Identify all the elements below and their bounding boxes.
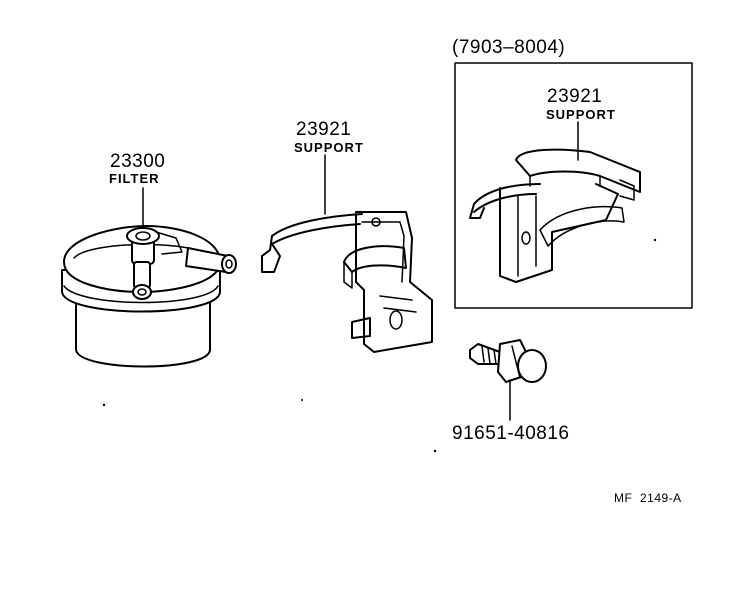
bolt-part-number: 91651-40816 [452, 423, 570, 444]
speck [433, 449, 437, 453]
filter-part-name: FILTER [109, 171, 160, 186]
variant-frame [454, 62, 693, 309]
fuel-filter-drawing [61, 225, 237, 368]
speck [102, 403, 106, 407]
alt-support-part-number: 23921 [547, 86, 603, 107]
alt-support-part-name: SUPPORT [546, 107, 616, 122]
bolt-drawing [469, 339, 547, 383]
speck [301, 399, 303, 401]
filter-part-number: 23300 [110, 151, 166, 172]
support-part-number: 23921 [296, 119, 352, 140]
alt-support-date-range: (7903–8004) [452, 37, 566, 58]
alt-support-bracket-drawing [454, 62, 693, 309]
leader-lines [142, 121, 579, 421]
support-part-name: SUPPORT [294, 140, 364, 155]
diagram-code: MF 2149-A [614, 491, 682, 505]
support-bracket-drawing [261, 211, 433, 353]
